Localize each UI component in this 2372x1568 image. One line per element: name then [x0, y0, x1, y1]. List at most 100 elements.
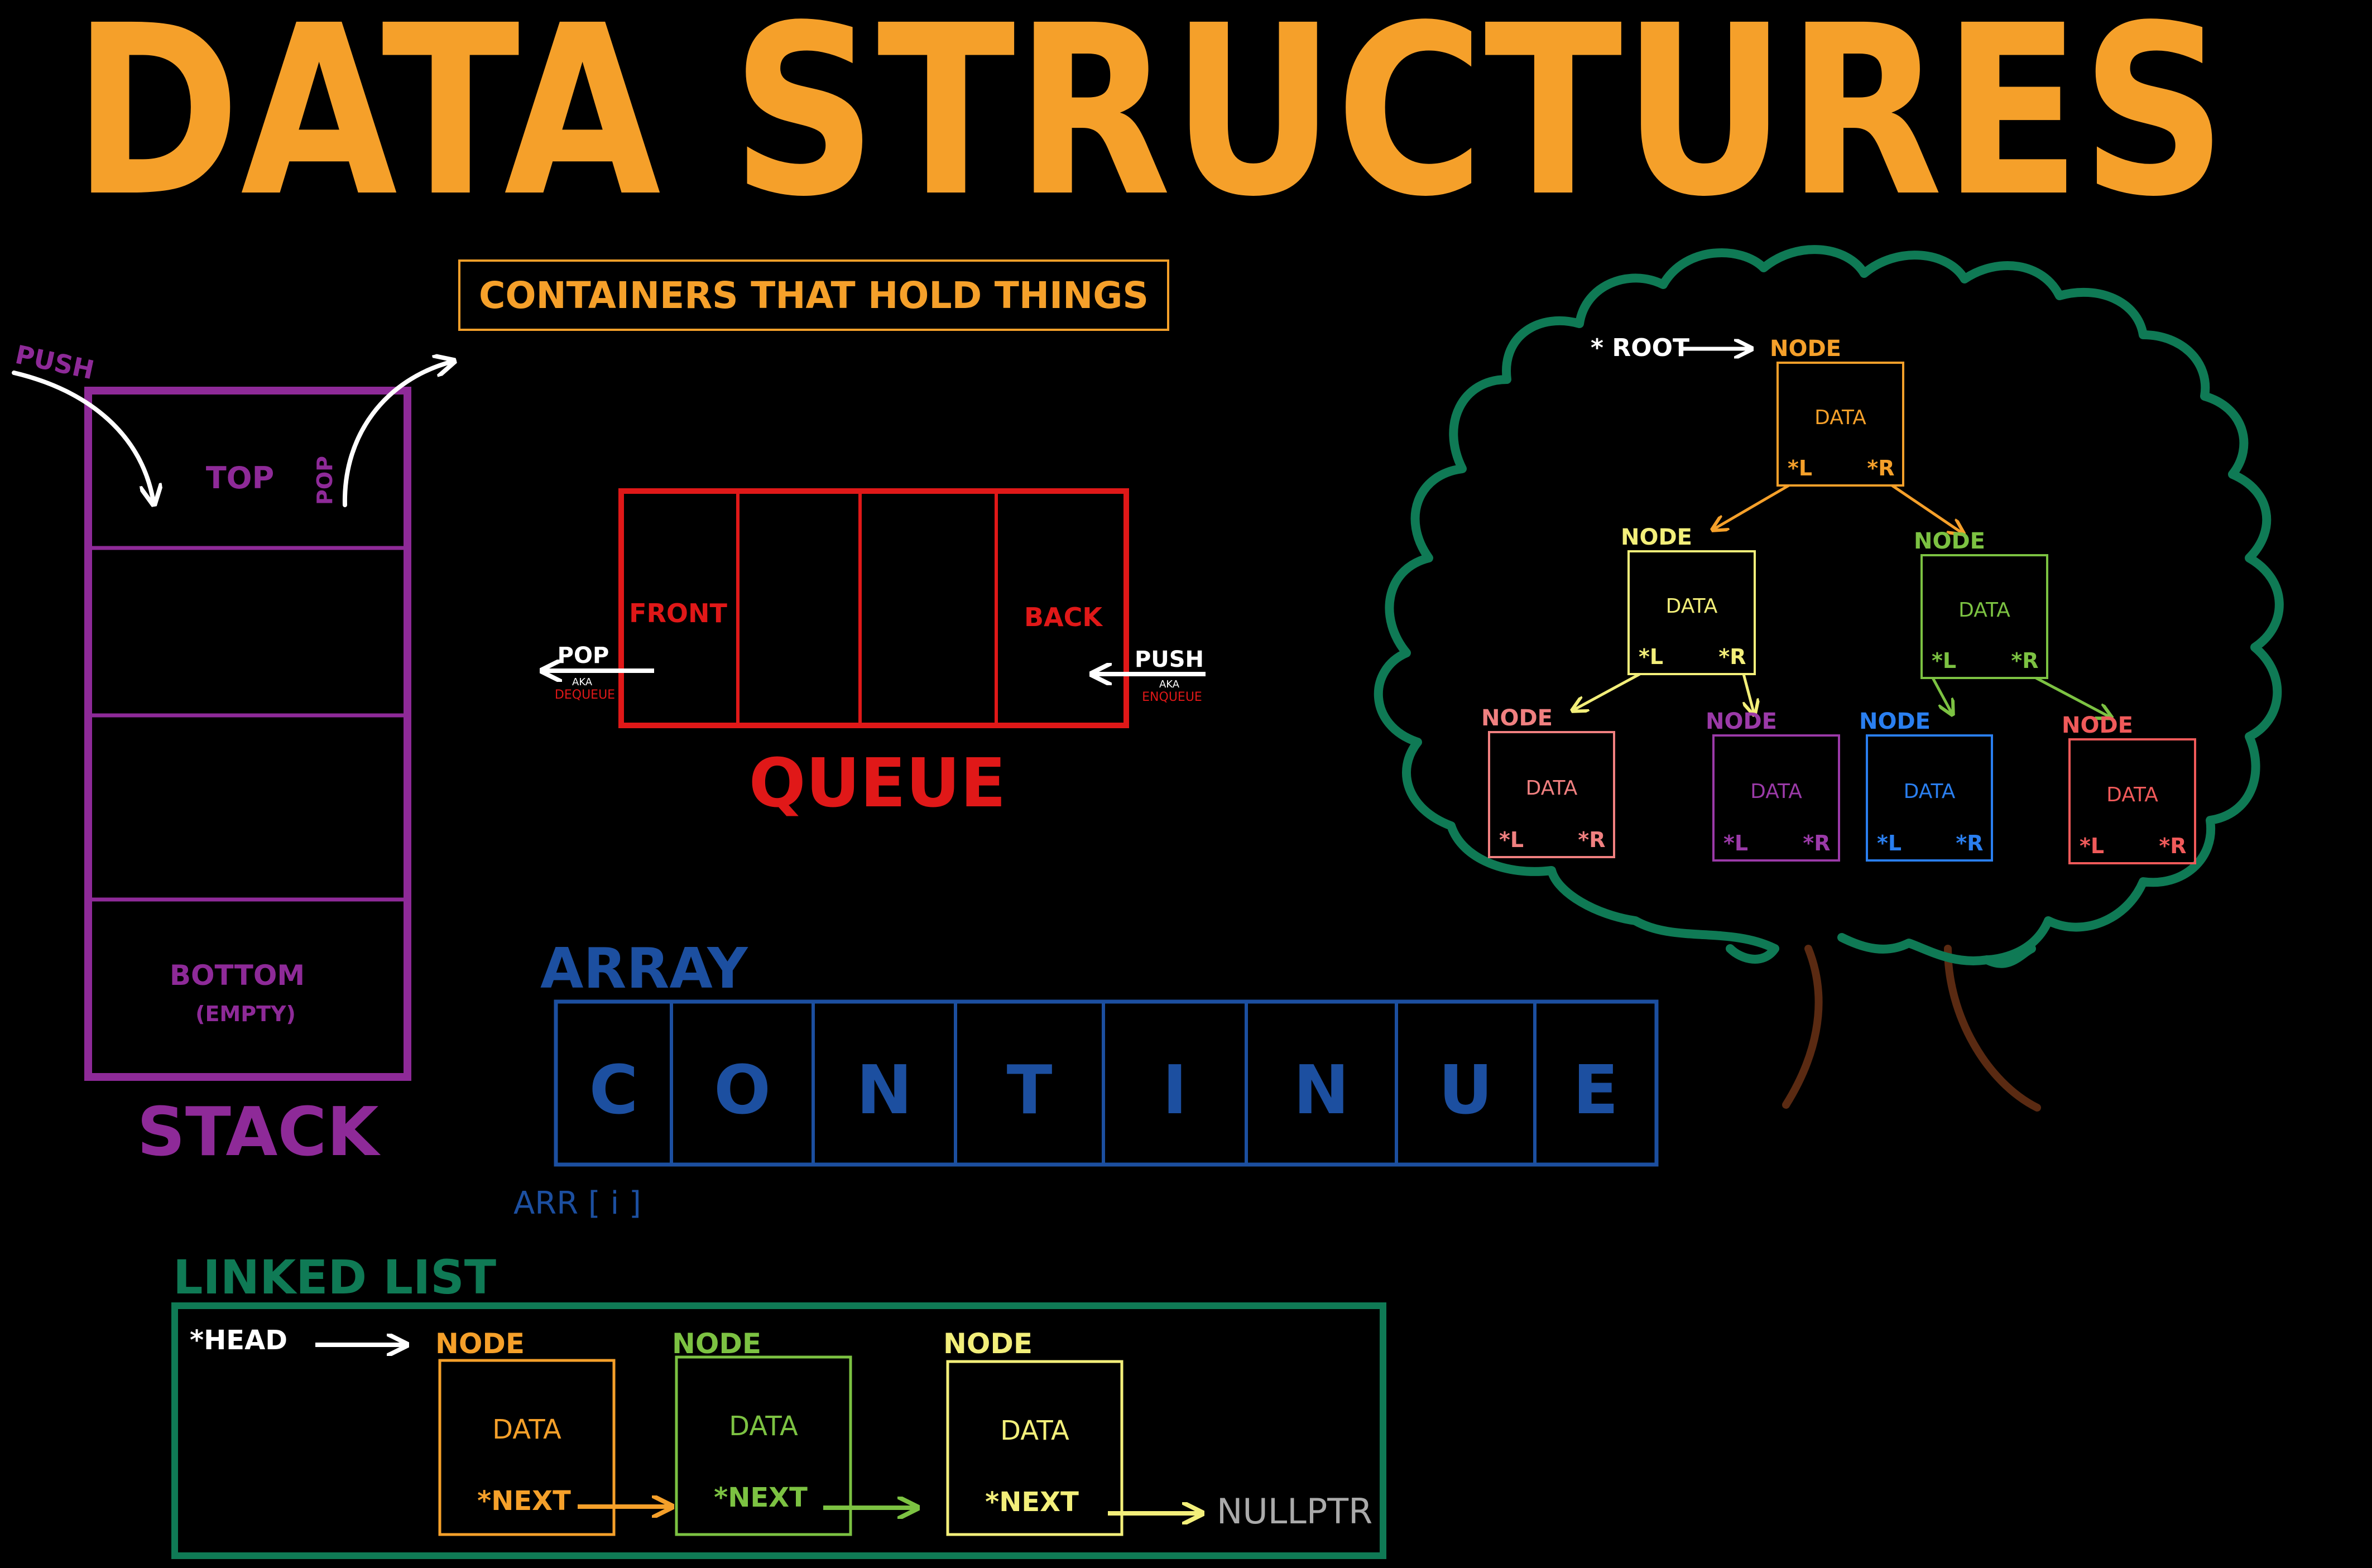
linked-list-node-data: DATA — [492, 1414, 561, 1445]
stack-bottom-note: (EMPTY) — [195, 1002, 296, 1026]
array-cell: O — [714, 1052, 771, 1129]
tree-node-data: DATA — [1814, 406, 1866, 429]
tree-edge-arrow — [2035, 676, 2110, 717]
array-cell: T — [1007, 1052, 1053, 1129]
subtitle-box — [458, 259, 1169, 331]
tree-node — [2068, 738, 2196, 864]
tree-node — [1627, 550, 1756, 675]
tree-node-data: DATA — [1666, 595, 1718, 618]
linked-list-node-data: DATA — [1000, 1415, 1069, 1446]
queue-pop-aka: AKA — [572, 676, 593, 688]
tree: * ROOT NODE DATA *L *R NODE DATA *L *R NODE DATA *… — [1374, 245, 2284, 1112]
linked-list-head-label: *HEAD — [190, 1325, 287, 1356]
tree-node-title: NODE — [1914, 528, 1985, 554]
tree-node-left: *L — [1723, 831, 1748, 855]
queue-pop-label: POP — [558, 643, 609, 668]
tree-node-data: DATA — [1904, 780, 1956, 803]
stack-push-arrow — [12, 371, 153, 502]
tree-node — [1866, 734, 1993, 862]
tree-node-right: *R — [2011, 648, 2038, 673]
array-index-label: ARR [ i ] — [513, 1185, 641, 1221]
tree-node-data: DATA — [1750, 780, 1802, 803]
tree-edge-arrow — [1574, 672, 1641, 710]
tree-node-data: DATA — [2106, 783, 2158, 806]
linked-list-node — [946, 1360, 1123, 1536]
tree-node-right: *R — [1803, 831, 1830, 855]
tree-trunk-left — [1782, 945, 1823, 1109]
tree-node — [1920, 554, 2048, 679]
array-frame — [554, 999, 1659, 1167]
tree-root-label: * ROOT — [1591, 334, 1689, 362]
array-cell: N — [1293, 1052, 1349, 1129]
stack-top-label: TOP — [206, 460, 274, 496]
tree-node-data: DATA — [1526, 777, 1578, 800]
tree-edge-arrow — [1891, 484, 1962, 533]
tree-node-right: *R — [1578, 828, 1605, 852]
tree-node-right: *R — [1956, 831, 1983, 855]
tree-node-title: NODE — [1706, 709, 1777, 734]
tree-node-left: *L — [1788, 456, 1812, 480]
array-title: ARRAY — [540, 936, 748, 1001]
tree-edge-arrow — [1742, 674, 1754, 713]
stack-push-label: PUSH — [13, 339, 97, 385]
tree-canopy-bottom — [1837, 933, 2036, 968]
stack-frame — [84, 387, 411, 1081]
tree-node — [1776, 362, 1904, 487]
array-cell: U — [1438, 1052, 1492, 1129]
linked-list-node-title: NODE — [943, 1327, 1033, 1360]
tree-node-right: *R — [1718, 644, 1746, 669]
queue-frame — [618, 488, 1129, 728]
tree-canopy-bottom-left — [1726, 944, 1779, 964]
linked-list-node-next: *NEXT — [477, 1485, 571, 1517]
tree-node-title: NODE — [1621, 525, 1692, 550]
subtitle: CONTAINERS THAT HOLD THINGS — [479, 274, 1149, 317]
tree-node-title: NODE — [1859, 709, 1931, 734]
stack-pop-label: POP — [313, 456, 337, 505]
tree-node-title: NODE — [1481, 705, 1553, 731]
queue: FRONT BACK POP AKA DEQUEUE PUSH AKA ENQU… — [544, 488, 1206, 823]
tree-node-right: *R — [2159, 834, 2186, 858]
tree-canopy — [1374, 245, 2284, 964]
queue-pop-alias: DEQUEUE — [555, 688, 615, 702]
tree-node — [1488, 731, 1615, 858]
tree-node-left: *L — [1639, 644, 1663, 669]
tree-node-title: NODE — [2062, 713, 2133, 738]
array-cell: E — [1573, 1052, 1619, 1129]
tree-node-left: *L — [1499, 828, 1524, 852]
linked-list-node-title: NODE — [435, 1327, 525, 1360]
linked-list-node — [438, 1359, 616, 1536]
array-cell: N — [856, 1052, 912, 1129]
linked-list-node-next: *NEXT — [714, 1482, 808, 1513]
linked-list-node-title: NODE — [672, 1327, 761, 1360]
queue-push-aka: AKA — [1159, 679, 1180, 690]
stack-title: STACK — [137, 1094, 381, 1171]
tree-edge-arrow — [1931, 677, 1952, 713]
tree-trunk-right — [1944, 945, 2041, 1112]
stack-bottom-label: BOTTOM — [170, 959, 305, 992]
tree-node — [1712, 734, 1840, 862]
tree-edge-arrow — [1714, 484, 1790, 529]
linked-list-node-next: *NEXT — [985, 1487, 1079, 1518]
array-cell: I — [1163, 1052, 1188, 1129]
stack-pop-arrow — [342, 362, 452, 507]
queue-back-label: BACK — [1024, 602, 1103, 632]
queue-front-label: FRONT — [629, 598, 727, 628]
linked-list-terminal: NULLPTR — [1217, 1491, 1372, 1532]
linked-list-node-data: DATA — [729, 1411, 798, 1442]
tree-node-title: NODE — [1770, 336, 1841, 362]
tree-node-left: *L — [1877, 831, 1902, 855]
queue-title: QUEUE — [749, 745, 1006, 823]
tree-node-left: *L — [1932, 648, 1956, 673]
linked-list-node — [675, 1355, 852, 1536]
queue-push-label: PUSH — [1135, 647, 1204, 672]
tree-node-data: DATA — [1958, 599, 2010, 622]
linked-list-frame — [171, 1302, 1386, 1559]
queue-push-alias: ENQUEUE — [1142, 690, 1202, 704]
tree-node-left: *L — [2080, 834, 2104, 858]
tree-node-right: *R — [1867, 456, 1894, 480]
linked-list: LINKED LIST *HEAD NULLPTR NODE DATA *NEXT N… — [171, 1250, 1386, 1559]
linked-list-title: LINKED LIST — [173, 1250, 496, 1305]
array-cell: C — [589, 1052, 638, 1129]
